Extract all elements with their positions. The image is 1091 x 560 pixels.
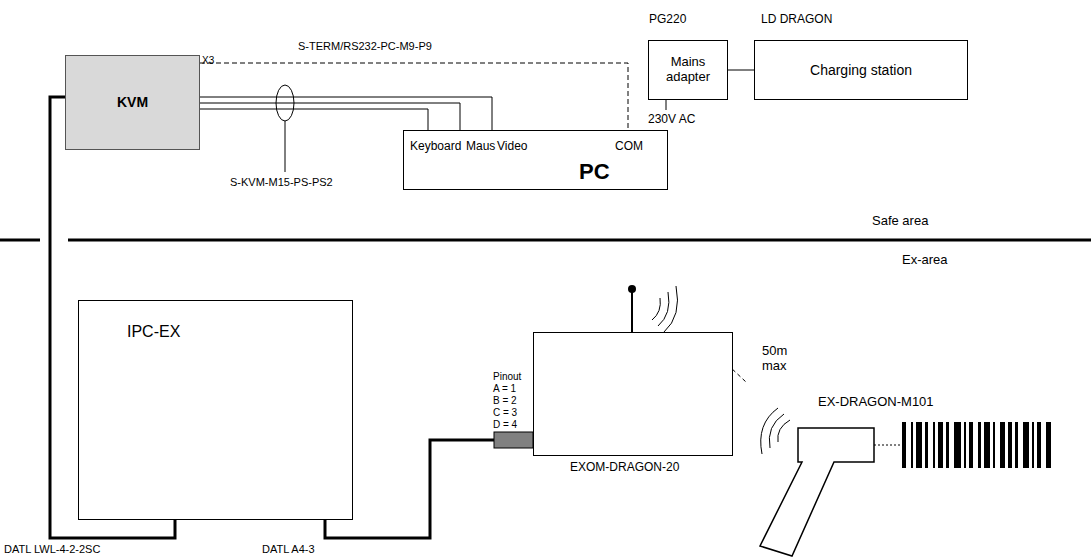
scanner-gun (760, 428, 874, 556)
barcode-bar (964, 422, 966, 468)
box-title: Charging station (759, 62, 963, 78)
serial-cable (200, 63, 628, 130)
box-title: IPC-EX (127, 323, 180, 341)
zone-label: Ex-area (902, 253, 948, 268)
leader-line (285, 121, 286, 172)
cable-name: S-KVM-M15-PS-PS2 (230, 176, 333, 189)
barcode-bar (925, 422, 928, 468)
barcode-bar (978, 422, 981, 468)
box-title: KVM (117, 94, 148, 110)
ipc-box: IPC-EX (78, 300, 353, 520)
adapter-box: PG220Mains adapter (648, 40, 728, 100)
port-name: Maus (466, 140, 495, 154)
zone-label: Safe area (872, 214, 928, 229)
barcode-bar (1032, 422, 1034, 468)
port-label: X3 (202, 55, 214, 67)
cable-name: S-TERM/RS232-PC-M9-P9 (298, 40, 432, 53)
barcode-bar (1046, 422, 1051, 468)
antenna (631, 290, 633, 332)
connector-plug (494, 432, 533, 448)
zone-divider (68, 239, 1091, 242)
barcode-bar (938, 422, 943, 468)
range-note: 50m max (762, 344, 802, 374)
pin-name: C = 3 (493, 407, 517, 419)
barcode-bar (933, 422, 935, 468)
barcode-bar (969, 422, 973, 468)
part-number: EXOM-DRAGON-20 (570, 461, 679, 475)
port-name: COM (615, 140, 643, 154)
barcode-bar (916, 422, 922, 468)
antenna-tip (628, 285, 636, 293)
charger-box: LD DRAGONCharging station (754, 40, 968, 100)
pin-name: A = 1 (493, 383, 516, 395)
cable (200, 97, 492, 130)
barcode-bar (1015, 422, 1018, 468)
cable-bundle-ring (276, 85, 294, 121)
zone-divider (0, 239, 40, 242)
barcode-bar (946, 422, 949, 468)
barcode-bar (984, 422, 990, 468)
cable (325, 440, 533, 538)
power-stub (666, 100, 667, 110)
box-title: Mains adapter (653, 55, 723, 85)
barcode-bar (993, 422, 995, 468)
barcode-bar (954, 422, 961, 468)
box-title: PC (579, 159, 610, 184)
part-number: EX-DRAGON-M101 (818, 395, 934, 410)
part-number: LD DRAGON (761, 13, 832, 27)
exom-box: EXOM-DRAGON-20 (533, 332, 733, 456)
cable-name: DATL A4-3 (262, 543, 315, 556)
pin-name: B = 2 (493, 395, 517, 407)
barcode-bar (1037, 422, 1041, 468)
cable (728, 70, 754, 71)
kvm-box: KVM (65, 55, 200, 150)
supply-label: 230V AC (648, 113, 695, 127)
barcode-bar (1023, 422, 1029, 468)
barcode-bar (902, 422, 906, 468)
pin-name: D = 4 (493, 419, 517, 431)
barcode-bar (1008, 422, 1012, 468)
cable-name: DATL LWL-4-2-2SC (4, 543, 100, 556)
pin-heading: Pinout (493, 371, 521, 383)
barcode (902, 422, 1051, 468)
barcode-bar (1000, 422, 1005, 468)
part-number: PG220 (649, 13, 686, 27)
port-name: Video (497, 140, 527, 154)
scan-beam (874, 445, 900, 446)
pc-box: Keyboard MausVideo COM PC (403, 130, 668, 190)
port-name: Keyboard (410, 140, 461, 154)
barcode-bar (911, 422, 913, 468)
